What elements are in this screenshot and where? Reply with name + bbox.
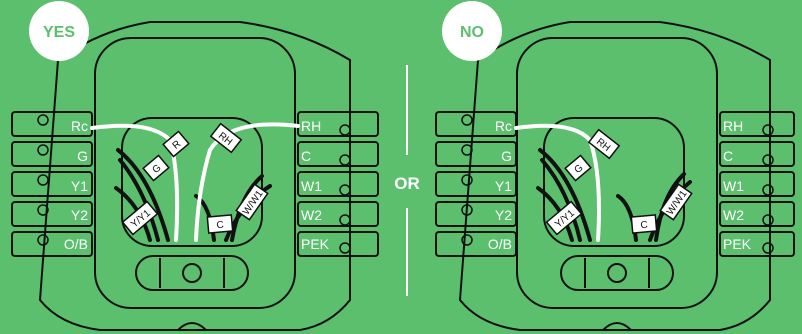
separator: OR (394, 65, 420, 296)
terminal-label: G (77, 148, 88, 164)
terminal-label: G (501, 148, 512, 164)
panel-yes: G R RH Y/Y1 C W/W1 Rc G Y1 Y2 O/B RH C (11, 1, 379, 331)
no-badge (442, 1, 502, 61)
yes-badge (29, 1, 89, 61)
bubble-level (135, 255, 249, 291)
terminal-label: RH (301, 118, 321, 134)
terminal-label: RH (723, 118, 743, 134)
terminal-label: C (301, 148, 311, 164)
wire-tag: G (564, 154, 592, 182)
wire-tag: C (630, 214, 658, 234)
base-outline (38, 21, 351, 331)
terminal-label: O/B (64, 236, 88, 252)
wire-tag: C (206, 214, 234, 234)
wire-tag: Y/Y1 (121, 200, 159, 236)
terminal-label: Rc (495, 118, 512, 134)
terminal-label: Y1 (71, 178, 88, 194)
wire-tag: RH (209, 122, 243, 154)
wire-tag: W/W1 (235, 183, 269, 221)
base-outline (458, 21, 771, 331)
svg-text:C: C (216, 220, 224, 232)
terminal-label: W1 (301, 178, 322, 194)
panel-no: RH G Y/Y1 C W/W1 Rc G Y1 Y2 O/B RH C W1 … (435, 1, 795, 331)
or-label: OR (394, 174, 420, 193)
terminal-label: W2 (301, 207, 322, 223)
no-badge-label: NO (460, 24, 484, 41)
wire-opening (543, 117, 685, 247)
terminal-label: C (723, 148, 733, 164)
svg-text:C: C (640, 220, 648, 232)
terminal-label: W1 (723, 178, 744, 194)
terminal-label: Y2 (71, 207, 88, 223)
right-terminal-block (719, 111, 795, 257)
terminal-label: Y1 (495, 178, 512, 194)
inner-frame (94, 37, 296, 309)
terminal-label: Rc (71, 118, 88, 134)
terminal-label: Y2 (495, 207, 512, 223)
terminal-label: PEK (723, 236, 752, 252)
terminal-label: PEK (301, 236, 330, 252)
wire-tag: G (142, 154, 170, 182)
yes-badge-label: YES (43, 24, 75, 41)
left-terminal-block (435, 111, 517, 257)
terminal-label: W2 (723, 207, 744, 223)
wire-tag: R (162, 130, 190, 158)
wire-tag: RH (587, 128, 621, 160)
bubble-level (560, 255, 674, 291)
wire-opening (121, 117, 263, 247)
left-terminal-block (11, 111, 93, 257)
terminal-label: O/B (488, 236, 512, 252)
inner-frame (516, 37, 718, 309)
